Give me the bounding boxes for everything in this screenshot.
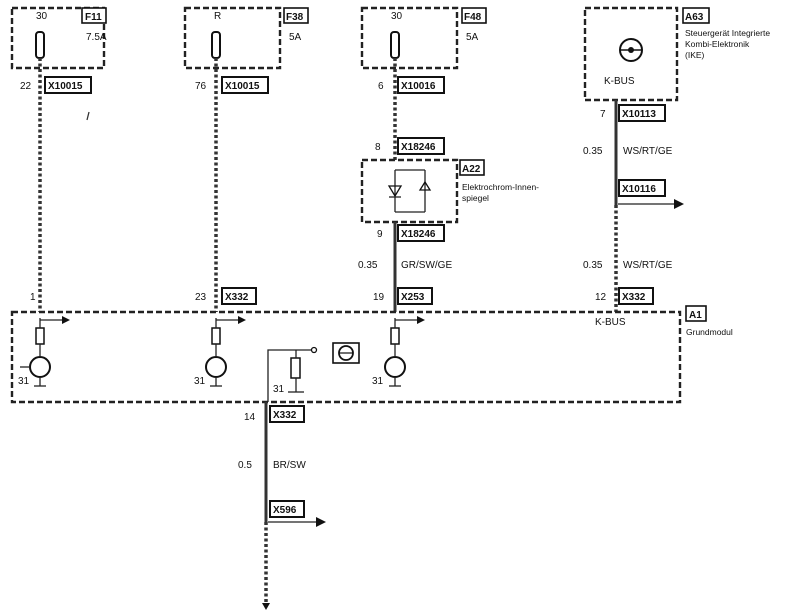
wire-size: 0.35	[358, 260, 378, 271]
ground-label: 31	[273, 384, 285, 395]
wire-color: GR/SW/GE	[401, 260, 452, 271]
connector-label: X332	[622, 292, 646, 303]
mirror-title-1: Elektrochrom-Innen-	[462, 182, 539, 192]
mirror-id: A22	[462, 164, 481, 175]
ground-label: 31	[372, 376, 384, 387]
pin-label: 19	[373, 292, 385, 303]
ike-id: A63	[685, 12, 704, 23]
connector-label: X10016	[401, 81, 436, 92]
pin-label: 22	[20, 81, 32, 92]
connector-f38: 76 X10015	[195, 76, 269, 94]
ground-label: 31	[18, 376, 30, 387]
fuse-rating: 5A	[289, 32, 302, 43]
fuse-supply-label: R	[214, 11, 221, 22]
fuse-box-f38: R F38 5A	[183, 6, 309, 70]
fuse-box-f11: 30 F11 7.5A	[10, 6, 107, 70]
connector-label: X332	[225, 292, 249, 303]
connector-label: X253	[401, 292, 425, 303]
instrument-cluster-icon	[619, 38, 643, 62]
transistor-icon	[205, 356, 227, 378]
wire-color: WS/RT/GE	[623, 260, 673, 271]
module-id: A1	[689, 310, 702, 321]
resistor-stage: 31	[267, 346, 318, 402]
connector-label: X10116	[622, 184, 656, 195]
resistor-icon	[290, 357, 301, 379]
wire-size: 0.5	[238, 460, 252, 471]
fuse-box-f48: 30 F48 5A	[360, 6, 487, 70]
ike-title-1: Steuergerät Integrierte	[685, 28, 770, 38]
connector-label: X596	[273, 505, 297, 516]
fuse-icon	[35, 31, 45, 59]
connector-f11: 22 X10015	[20, 76, 92, 94]
transistor-icon	[29, 356, 51, 378]
connector-label: X10113	[622, 109, 656, 120]
pin-label: 14	[244, 412, 256, 423]
fuse-icon	[211, 31, 221, 59]
module-bus-label: K-BUS	[595, 317, 626, 328]
connector-label: X10015	[225, 81, 260, 92]
connector-label: X18246	[401, 229, 436, 240]
mirror-unit: A22 Elektrochrom-Innen- spiegel	[360, 158, 539, 224]
pin-label: 6	[378, 81, 384, 92]
fuse-id: F11	[85, 12, 102, 23]
ike-title-3: (IKE)	[685, 50, 705, 60]
fuse-supply-label: 30	[36, 11, 48, 22]
mirror-title-2: spiegel	[462, 193, 489, 203]
arrow-right-icon	[674, 199, 684, 209]
connector-label: X18246	[401, 142, 436, 153]
arrow-right-icon	[316, 517, 326, 527]
stray-mark	[86, 111, 90, 121]
pin-label: 9	[377, 229, 383, 240]
transistor-stage-1: 31	[18, 316, 70, 387]
diode-icon	[387, 169, 432, 213]
fuse-id: F38	[286, 12, 304, 23]
transistor-stage-3: 31	[372, 316, 425, 387]
pin-label: 7	[600, 109, 606, 120]
wire-color: WS/RT/GE	[623, 146, 673, 157]
transistor-icon	[384, 356, 406, 378]
grundmodul-unit: A1 Grundmodul K-BUS 1 23 X332 31	[10, 287, 733, 404]
fuse-rating: 7.5A	[86, 32, 107, 43]
connector-f48: 6 X10016	[378, 76, 445, 94]
connector-label: X10015	[48, 81, 83, 92]
connector-label: X332	[273, 410, 297, 421]
module-chip-icon	[332, 342, 360, 364]
ike-unit: A63 Steuergerät Integrierte Kombi-Elektr…	[583, 6, 770, 102]
transistor-stage-2: 31	[194, 316, 246, 387]
pin-label: 76	[195, 81, 207, 92]
pin-label: 8	[375, 142, 381, 153]
arrow-down-icon	[262, 603, 270, 610]
wire-color: BR/SW	[273, 460, 306, 471]
ground-label: 31	[194, 376, 206, 387]
wire-size: 0.35	[583, 260, 603, 271]
pin-label: 1	[30, 292, 36, 303]
wire-size: 0.35	[583, 146, 603, 157]
fuse-icon	[390, 31, 400, 59]
fuse-rating: 5A	[466, 32, 479, 43]
module-name: Grundmodul	[686, 327, 733, 337]
ike-title-2: Kombi-Elektronik	[685, 39, 750, 49]
fuse-supply-label: 30	[391, 11, 403, 22]
pin-label: 12	[595, 292, 607, 303]
ike-bus-label: K-BUS	[604, 76, 635, 87]
fuse-id: F48	[464, 12, 482, 23]
pin-label: 23	[195, 292, 207, 303]
